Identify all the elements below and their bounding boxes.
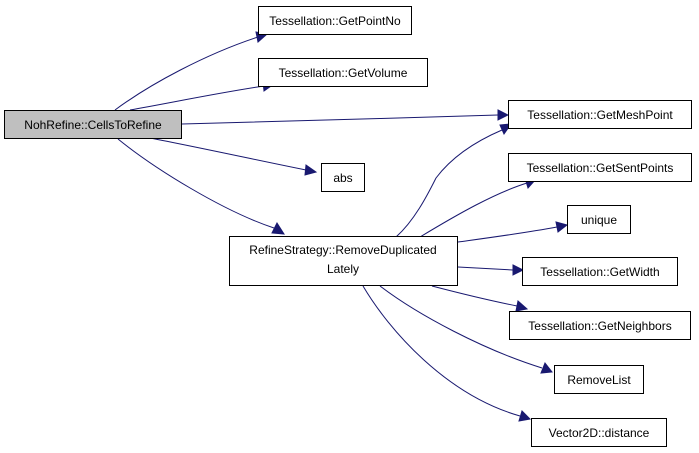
node-label: Tessellation::GetNeighbors — [528, 319, 671, 333]
edge-cellstorefine-removeduplicated — [117, 138, 285, 235]
node-get-volume[interactable]: Tessellation::GetVolume — [258, 58, 428, 87]
edge-removeduplicated-distance — [362, 285, 532, 422]
edge-removeduplicated-getwidth — [457, 264, 525, 276]
node-get-sent-points[interactable]: Tessellation::GetSentPoints — [508, 153, 692, 182]
node-get-mesh-point[interactable]: Tessellation::GetMeshPoint — [508, 100, 692, 129]
node-remove-duplicated-lately[interactable]: RefineStrategy::RemoveDuplicated Lately — [229, 236, 458, 286]
edge-cellstorefine-getmeshpoint — [181, 109, 510, 125]
node-label: Tessellation::GetSentPoints — [527, 161, 674, 175]
edge-removeduplicated-getmeshpoint — [395, 123, 513, 238]
node-label: Tessellation::GetVolume — [279, 66, 408, 80]
node-label: RefineStrategy::RemoveDuplicated — [249, 243, 436, 257]
edge-cellstorefine-abs — [149, 137, 318, 176]
node-abs[interactable]: abs — [321, 163, 365, 192]
node-distance[interactable]: Vector2D::distance — [531, 418, 667, 447]
node-label: Tessellation::GetMeshPoint — [527, 108, 673, 122]
node-label: Lately — [327, 262, 359, 276]
edge-removeduplicated-removelist — [379, 285, 553, 374]
edge-removeduplicated-getsentpoints — [419, 177, 538, 238]
node-label: NohRefine::CellsToRefine — [24, 118, 162, 132]
node-get-neighbors[interactable]: Tessellation::GetNeighbors — [509, 311, 691, 340]
node-label: unique — [581, 213, 617, 227]
node-remove-list[interactable]: RemoveList — [554, 365, 644, 394]
node-get-width[interactable]: Tessellation::GetWidth — [522, 257, 678, 286]
node-get-point-no[interactable]: Tessellation::GetPointNo — [258, 6, 412, 35]
node-label: RemoveList — [567, 373, 631, 387]
node-label: abs — [333, 171, 352, 185]
node-label: Tessellation::GetWidth — [540, 265, 659, 279]
edge-removeduplicated-unique — [457, 221, 569, 243]
node-label: Vector2D::distance — [549, 426, 650, 440]
node-cells-to-refine[interactable]: NohRefine::CellsToRefine — [4, 110, 182, 139]
node-label: Tessellation::GetPointNo — [269, 14, 401, 28]
edge-removeduplicated-getneighbors — [431, 285, 529, 312]
node-unique[interactable]: unique — [567, 205, 631, 234]
